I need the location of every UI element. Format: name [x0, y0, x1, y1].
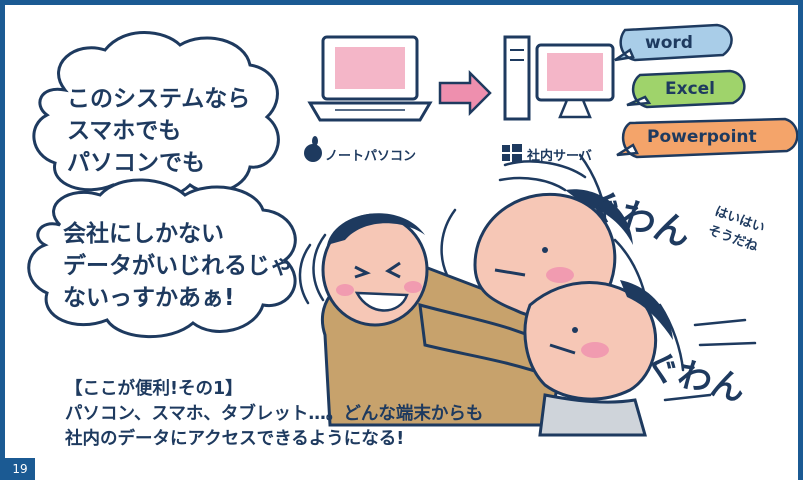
- laptop-label: ノートパソコン: [325, 149, 417, 164]
- shaken-man-illustration: [473, 189, 673, 437]
- word-label: word: [645, 33, 693, 53]
- caption-line-2: 社内のデータにアクセスできるようになる!: [65, 429, 405, 449]
- speech-text-top: このシステムなら スマホでも パソコンでも: [67, 86, 251, 176]
- windows-logo-icon: [502, 144, 522, 162]
- powerpoint-bubble: [616, 117, 798, 159]
- caption-line-1: パソコン、スマホ、タブレット…。どんな端末からも: [65, 404, 484, 424]
- server-label: 社内サーバ: [527, 149, 592, 164]
- laptop-illustration: [307, 35, 433, 122]
- excel-label: Excel: [665, 79, 716, 99]
- illustration: [27, 23, 798, 437]
- powerpoint-label: Powerpoint: [647, 127, 757, 147]
- arrow-icon: [438, 69, 492, 117]
- caption: 【ここが便利!その1】 パソコン、スマホ、タブレット…。どんな端末からも 社内の…: [65, 377, 483, 452]
- speech-bubble-top: [32, 31, 280, 201]
- apple-logo-icon: [304, 136, 322, 162]
- word-bubble: [614, 23, 733, 62]
- speech-text-bottom: 会社にしかない データがいじれるじゃ ないっすかあぁ!: [63, 221, 293, 311]
- server-illustration: [503, 35, 615, 121]
- caption-heading: 【ここが便利!その1】: [65, 379, 243, 399]
- speech-bubble-bottom: [27, 178, 297, 339]
- excel-bubble: [626, 69, 746, 109]
- motion-lines: [298, 153, 757, 402]
- page-number: 19: [5, 458, 35, 480]
